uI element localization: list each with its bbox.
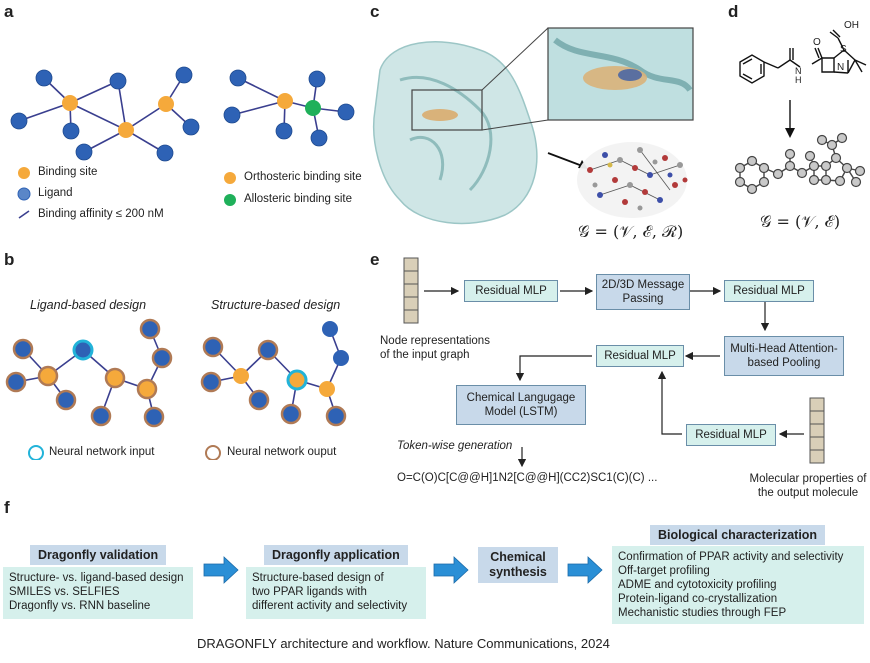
structure-based-title: Structure-based design: [211, 298, 341, 312]
residual-mlp-2: Residual MLP: [724, 280, 814, 302]
panel-b-graphs: [5, 318, 349, 460]
graph-cloud-icon: [587, 147, 688, 211]
arrow-icon: [433, 556, 469, 584]
application-box: Structure-based design of two PPAR ligan…: [246, 567, 426, 619]
protein-illustration: [373, 27, 694, 225]
panel-label-a: a: [4, 2, 14, 21]
application-title: Dragonfly application: [264, 545, 408, 565]
figure-caption: DRAGONFLY architecture and workflow. Nat…: [197, 636, 610, 651]
panel-label-c: c: [370, 2, 380, 21]
residual-mlp-4: Residual MLP: [686, 424, 776, 446]
message-passing-box: 2D/3D Message Passing: [596, 274, 690, 310]
arrow-icon: [567, 556, 603, 584]
panel-label-d: d: [728, 2, 739, 21]
attention-pooling-box: Multi-Head Attention-based Pooling: [724, 336, 844, 376]
equation-grapher: 𝒢 = (𝒱, ℰ, ℛ): [578, 222, 684, 241]
legend-binding-site: Binding site: [38, 166, 98, 178]
panel-label-b: b: [4, 250, 15, 269]
penicillin-structure: [734, 29, 867, 195]
legend-nn-input: Neural network input: [49, 446, 155, 458]
atom-nh: N H: [795, 66, 802, 85]
panel-a-graphs: [10, 66, 355, 219]
bio-item: ADME and cytotoxicity profiling: [618, 579, 777, 591]
atom-s: S: [840, 44, 847, 55]
legend-allosteric: Allosteric binding site: [244, 193, 353, 205]
bio-item: Mechanistic studies through FEP: [618, 607, 787, 619]
application-item: two PPAR ligands with: [252, 586, 367, 598]
bio-title: Biological characterization: [650, 525, 826, 545]
atom-o: O: [813, 37, 821, 48]
bio-box: Confirmation of PPAR activity and select…: [612, 546, 864, 624]
validation-item: Dragonfly vs. RNN baseline: [9, 600, 151, 612]
ligand-based-title: Ligand-based design: [30, 298, 147, 312]
panel-label-f: f: [4, 498, 10, 517]
bio-item: Confirmation of PPAR activity and select…: [618, 551, 844, 563]
legend-orthosteric: Orthosteric binding site: [244, 171, 362, 183]
application-item: Structure-based design of: [252, 572, 384, 584]
validation-title: Dragonfly validation: [30, 545, 167, 565]
validation-box: Structure- vs. ligand-based design SMILE…: [3, 567, 193, 619]
legend-ligand: Ligand: [38, 187, 73, 199]
node-representation-label: Node representations of the input graph: [380, 335, 490, 361]
validation-item: Structure- vs. ligand-based design: [9, 572, 184, 584]
panel-label-e: e: [370, 250, 380, 269]
synthesis-title: Chemical synthesis: [478, 547, 558, 583]
bio-item: Off-target profiling: [618, 565, 710, 577]
atom-oh: OH: [844, 20, 859, 31]
lstm-box: Chemical Langugage Model (LSTM): [456, 385, 586, 425]
legend-nn-output: Neural network ouput: [227, 446, 337, 458]
panel-e-arrows: [403, 257, 825, 468]
smiles-output: O=C(O)C[C@@H]1N2[C@@H](CC2)SC1(C)(C) ...: [397, 472, 658, 484]
workflow-arrows: [203, 556, 603, 584]
residual-mlp-3: Residual MLP: [596, 345, 684, 367]
legend-binding-affinity: Binding affinity ≤ 200 nM: [38, 208, 164, 220]
atom-n: N: [837, 62, 845, 73]
arrow-icon: [203, 556, 239, 584]
application-item: different activity and selectivity: [252, 600, 408, 612]
molecular-properties-label: Molecular properties of the output molec…: [749, 473, 867, 499]
token-generation-label: Token-wise generation: [397, 440, 513, 452]
validation-item: SMILES vs. SELFIES: [9, 586, 120, 598]
equation-graph: 𝒢 = (𝒱, ℰ): [760, 212, 841, 231]
bio-item: Protein-ligand co-crystallization: [618, 593, 778, 605]
residual-mlp-1: Residual MLP: [464, 280, 558, 302]
